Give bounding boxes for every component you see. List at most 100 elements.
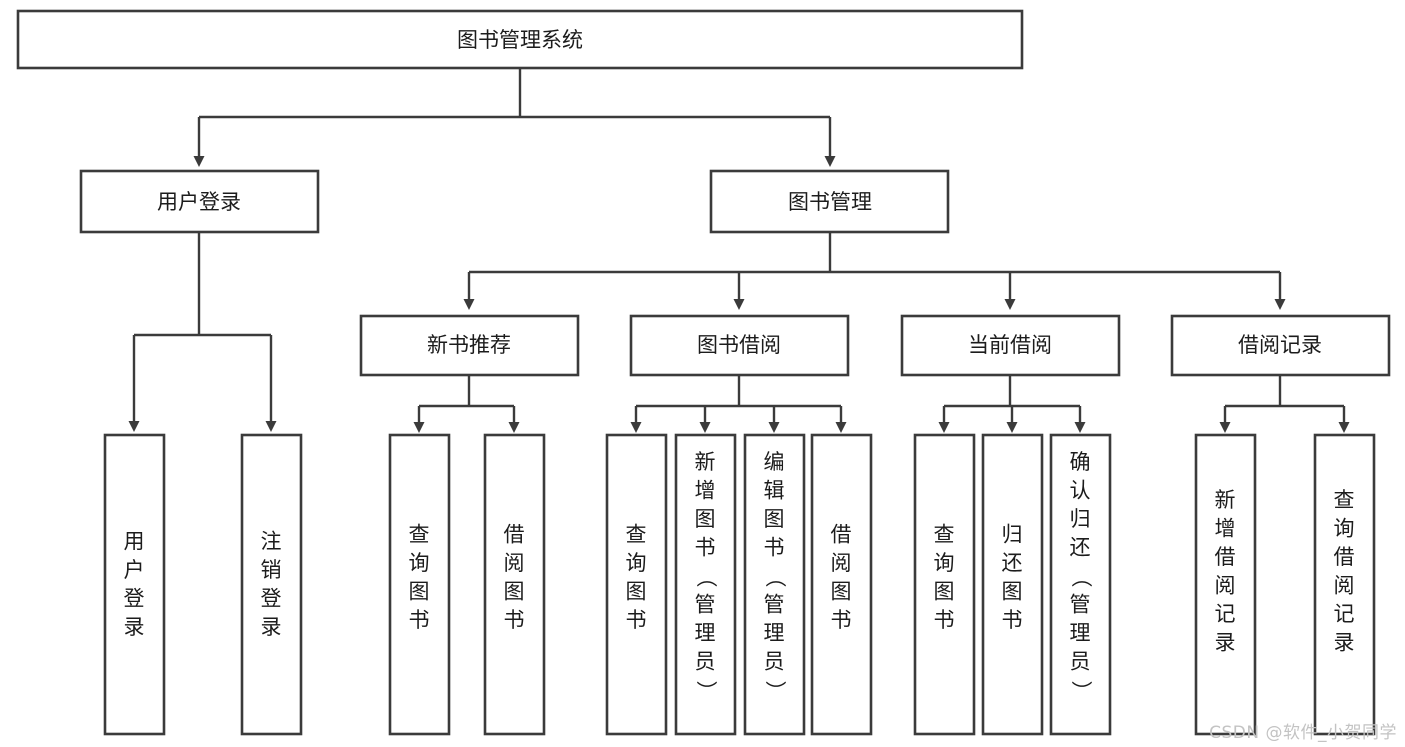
leaf-box[interactable] — [913, 433, 976, 736]
svg-text:图: 图 — [409, 579, 430, 603]
svg-text:户: 户 — [124, 558, 145, 582]
svg-text:归: 归 — [1002, 522, 1023, 546]
svg-text:）: ） — [694, 681, 718, 702]
node-new-book-box[interactable] — [359, 314, 580, 377]
svg-text:阅: 阅 — [831, 551, 852, 575]
leaf-box[interactable] — [1313, 433, 1376, 736]
node-book-borrow-box[interactable] — [629, 314, 850, 377]
leaf-box[interactable] — [1194, 433, 1257, 736]
leaf-box[interactable] — [388, 433, 451, 736]
node-root[interactable]: 图书管理系统 — [16, 9, 1024, 70]
svg-text:图: 图 — [504, 579, 525, 603]
svg-text:确: 确 — [1070, 450, 1091, 474]
svg-text:管: 管 — [695, 593, 716, 617]
node-borrow-record[interactable]: 借阅记录 — [1170, 314, 1391, 377]
svg-text:询: 询 — [934, 551, 955, 575]
svg-text:书: 书 — [831, 608, 852, 632]
leaf-box[interactable] — [483, 433, 546, 736]
svg-text:理: 理 — [1070, 621, 1091, 645]
node-root-box[interactable] — [16, 9, 1024, 70]
edge-group-book-borrow — [630, 375, 847, 433]
svg-text:阅: 阅 — [504, 551, 525, 575]
svg-text:书: 书 — [626, 608, 647, 632]
node-book-mgmt-box[interactable] — [709, 169, 950, 234]
svg-text:登: 登 — [261, 586, 282, 610]
leaf-box[interactable] — [240, 433, 303, 736]
svg-text:认: 认 — [1070, 479, 1091, 503]
leaf-box[interactable] — [674, 433, 737, 736]
leaf-box[interactable] — [810, 433, 873, 736]
leaf-box[interactable] — [743, 433, 806, 736]
svg-text:询: 询 — [409, 551, 430, 575]
node-user-login-label: 用户登录 — [157, 190, 241, 214]
edge-group-borrow-record — [1219, 375, 1350, 433]
leaf-box[interactable] — [103, 433, 166, 736]
svg-text:）: ） — [1069, 681, 1093, 702]
svg-text:录: 录 — [261, 615, 282, 639]
leaf-box[interactable] — [1049, 433, 1112, 736]
leaf-box[interactable] — [605, 433, 668, 736]
svg-text:借: 借 — [1334, 545, 1355, 569]
svg-text:阅: 阅 — [1334, 573, 1355, 597]
node-book-borrow[interactable]: 图书借阅 — [629, 314, 850, 377]
svg-text:书: 书 — [504, 608, 525, 632]
svg-text:图: 图 — [764, 507, 785, 531]
svg-text:还: 还 — [1070, 536, 1091, 560]
svg-text:图: 图 — [934, 579, 955, 603]
svg-text:销: 销 — [261, 558, 282, 582]
node-book-mgmt[interactable]: 图书管理 — [709, 169, 950, 234]
svg-text:记: 记 — [1334, 602, 1355, 626]
leaf-user-login-0[interactable]: 用户登录 — [103, 433, 166, 736]
svg-text:图: 图 — [831, 579, 852, 603]
svg-text:归: 归 — [1070, 507, 1091, 531]
node-new-book-label: 新书推荐 — [427, 333, 511, 357]
svg-text:书: 书 — [764, 536, 785, 560]
node-borrow-record-box[interactable] — [1170, 314, 1391, 377]
svg-text:辑: 辑 — [764, 479, 785, 503]
svg-text:阅: 阅 — [1215, 573, 1236, 597]
watermark-text: CSDN @软件_小贺同学 — [1209, 723, 1397, 743]
edge-group-new-book — [413, 375, 520, 433]
svg-text:新: 新 — [1215, 488, 1236, 512]
svg-text:询: 询 — [1334, 516, 1355, 540]
svg-text:查: 查 — [1334, 488, 1355, 512]
svg-text:员: 员 — [764, 650, 785, 674]
node-user-login-box[interactable] — [79, 169, 320, 234]
node-current-borrow[interactable]: 当前借阅 — [900, 314, 1121, 377]
edge-group-root — [193, 69, 836, 167]
svg-text:员: 员 — [1070, 650, 1091, 674]
node-user-login[interactable]: 用户登录 — [79, 169, 320, 234]
node-new-book[interactable]: 新书推荐 — [359, 314, 580, 377]
svg-text:（: （ — [1069, 567, 1093, 588]
leaf-box[interactable] — [981, 433, 1044, 736]
svg-text:录: 录 — [124, 615, 145, 639]
svg-text:管: 管 — [764, 593, 785, 617]
svg-text:用: 用 — [124, 529, 145, 553]
svg-text:理: 理 — [764, 621, 785, 645]
svg-text:图: 图 — [626, 579, 647, 603]
svg-text:借: 借 — [831, 522, 852, 546]
node-current-borrow-box[interactable] — [900, 314, 1121, 377]
node-book-borrow-label: 图书借阅 — [697, 333, 781, 357]
svg-text:图: 图 — [695, 507, 716, 531]
svg-text:还: 还 — [1002, 551, 1023, 575]
